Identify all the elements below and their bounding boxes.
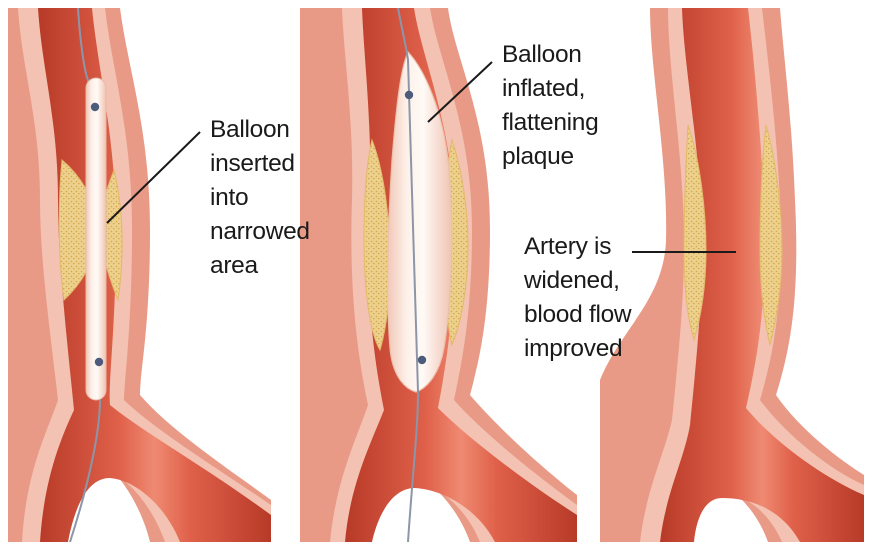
panel-artery-widened [600, 8, 864, 542]
balloon-marker-top [405, 91, 413, 99]
caption-balloon-inserted: Balloon inserted into narrowed area [210, 113, 310, 283]
deflated-balloon [86, 78, 106, 400]
balloon-marker-top [91, 103, 99, 111]
caption-artery-widened: Artery is widened, blood flow improved [524, 230, 631, 366]
caption-line: Balloon [210, 113, 310, 147]
caption-line: widened, [524, 264, 631, 298]
caption-line: into [210, 181, 310, 215]
caption-balloon-inflated: Balloon inflated, flattening plaque [502, 38, 598, 174]
caption-line: inflated, [502, 72, 598, 106]
balloon-marker-bottom [418, 356, 426, 364]
caption-line: plaque [502, 140, 598, 174]
caption-line: flattening [502, 106, 598, 140]
caption-line: narrowed [210, 215, 310, 249]
balloon-marker-bottom [95, 358, 103, 366]
caption-line: Artery is [524, 230, 631, 264]
caption-line: blood flow [524, 298, 631, 332]
caption-line: Balloon [502, 38, 598, 72]
caption-line: improved [524, 332, 631, 366]
caption-line: area [210, 249, 310, 283]
caption-line: inserted [210, 147, 310, 181]
